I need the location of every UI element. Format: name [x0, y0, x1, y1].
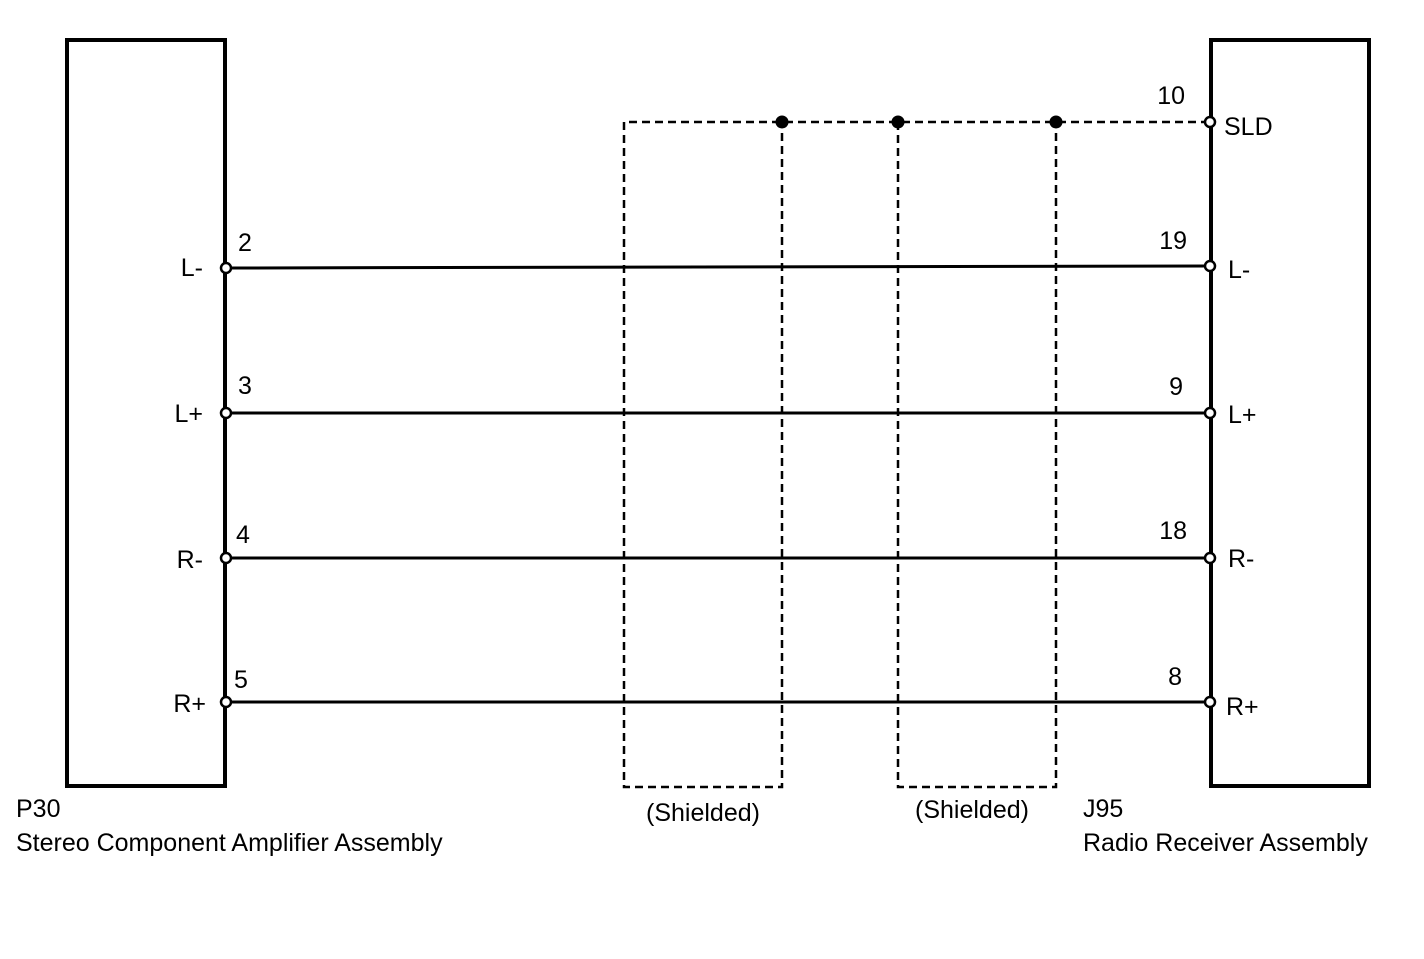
left-pin-number: 4: [236, 521, 250, 549]
right-pin-number: 19: [1159, 227, 1187, 255]
right-pin-label: R-: [1228, 545, 1254, 573]
shield-label: (Shielded): [646, 799, 760, 827]
wire-row: 2 L- 19 L-: [181, 227, 1250, 284]
right-terminal: [1203, 695, 1217, 709]
right-pin-label: R+: [1226, 693, 1259, 721]
left-terminal: [219, 261, 233, 275]
left-terminal: [219, 551, 233, 565]
wire-row: 3 L+ 9 L+: [174, 372, 1256, 429]
right-component-name: Radio Receiver Assembly: [1083, 829, 1368, 857]
left-pin-label: L-: [181, 254, 203, 282]
shield-junction-dot: [891, 115, 905, 129]
shield-junction-dot: [775, 115, 789, 129]
left-pin-label: R-: [177, 546, 203, 574]
right-terminal: [1203, 259, 1217, 273]
sld-terminal: [1203, 115, 1217, 129]
left-pin-number: 5: [234, 666, 248, 694]
shield-loop-1: [622, 120, 1209, 789]
right-pin-number: 8: [1168, 663, 1182, 691]
right-pin-number: 18: [1159, 517, 1187, 545]
shield-group: 10 SLD: [622, 82, 1273, 789]
left-pin-label: L+: [174, 400, 203, 428]
left-component-code: P30: [16, 795, 60, 823]
right-pin-number: 9: [1169, 373, 1183, 401]
wire-row: 4 R- 18 R-: [177, 517, 1255, 574]
wire-row: 5 R+ 8 R+: [173, 663, 1258, 721]
sld-pin-number: 10: [1157, 82, 1185, 110]
shield-junction-dot: [1049, 115, 1063, 129]
shield-label: (Shielded): [915, 796, 1029, 824]
sld-pin-label: SLD: [1224, 113, 1273, 141]
right-component-code: J95: [1083, 795, 1123, 823]
left-pin-label: R+: [173, 690, 206, 718]
right-terminal: [1203, 406, 1217, 420]
right-pin-label: L-: [1228, 256, 1250, 284]
shield-loop-2: [896, 122, 1058, 789]
left-terminal: [219, 406, 233, 420]
left-component-name: Stereo Component Amplifier Assembly: [16, 829, 443, 857]
left-pin-number: 2: [238, 229, 252, 257]
right-pin-label: L+: [1228, 401, 1257, 429]
left-pin-number: 3: [238, 372, 252, 400]
wire-line: [225, 264, 1211, 270]
left-terminal: [219, 695, 233, 709]
right-terminal: [1203, 551, 1217, 565]
